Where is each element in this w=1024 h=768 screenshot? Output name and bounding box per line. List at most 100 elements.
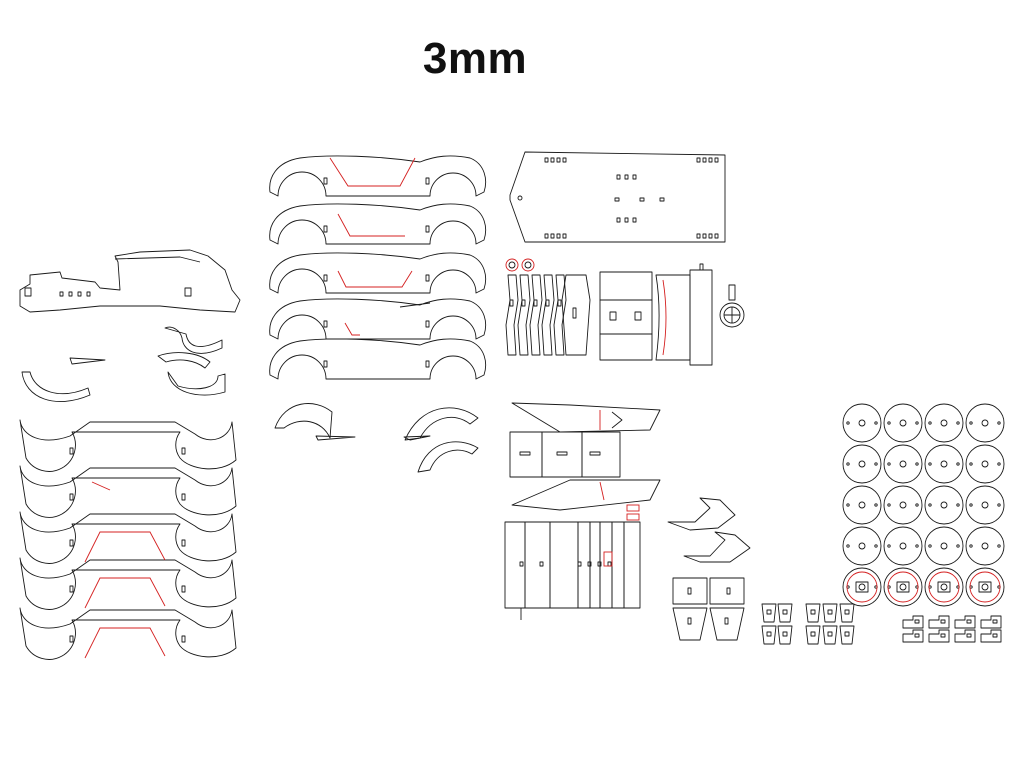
slot: [550, 157, 555, 163]
slot: [708, 233, 713, 239]
slot: [810, 609, 816, 615]
clip-part: [822, 603, 838, 623]
wheel-hub: [858, 583, 866, 591]
bracket: [667, 497, 736, 531]
wheel-etch-ring: [969, 571, 1001, 603]
wheel-disc: [965, 403, 1005, 443]
steering-spoke: [724, 307, 740, 323]
pin-hole: [874, 462, 878, 466]
wheel-disc: [883, 444, 923, 484]
pin-hole: [846, 421, 850, 425]
slot: [533, 299, 538, 307]
axle-slot: [937, 581, 951, 593]
wheel-disc: [924, 485, 964, 525]
strip-panel: [599, 521, 613, 609]
pin-hole: [956, 544, 960, 548]
wheel-hub: [858, 542, 866, 550]
wheel-etch-ring: [887, 571, 919, 603]
wheel-hub: [858, 460, 866, 468]
slot: [556, 157, 561, 163]
slot: [914, 619, 920, 624]
strip-panel: [589, 521, 601, 609]
side-profile: [269, 155, 487, 197]
clip-part: [805, 603, 821, 623]
slot: [425, 274, 430, 282]
pin-hole: [874, 503, 878, 507]
wheel-arch: [157, 352, 211, 369]
rib-part: [529, 274, 543, 356]
tab: [699, 263, 704, 271]
fin: [399, 302, 431, 308]
wheel-disc: [883, 485, 923, 525]
seat-part: [672, 577, 708, 605]
slot: [323, 225, 328, 233]
pin-hole: [887, 503, 891, 507]
axle-slot: [855, 581, 869, 593]
wheel-arch: [164, 326, 223, 354]
cut-lines: [19, 151, 1005, 660]
wheel-hub: [940, 460, 948, 468]
ring-part: [505, 258, 519, 272]
wheel-arch: [21, 371, 91, 403]
etch-mark: [337, 213, 405, 237]
slot: [708, 157, 713, 163]
wheel-disc: [924, 403, 964, 443]
pin-hole: [956, 503, 960, 507]
slot: [323, 177, 328, 185]
fin: [403, 435, 431, 441]
box-panel: [509, 431, 543, 478]
slot: [624, 217, 629, 223]
slot: [992, 633, 998, 638]
strip-panel: [504, 521, 526, 609]
rib-part: [505, 274, 519, 356]
slot: [782, 609, 788, 615]
slot: [914, 633, 920, 638]
body-panel: [19, 465, 237, 518]
pin-hole: [928, 462, 932, 466]
side-profile: [269, 252, 487, 294]
slot: [597, 561, 602, 567]
etch-mark: [662, 279, 667, 356]
edge-detail: [611, 411, 623, 429]
slot: [714, 157, 719, 163]
wheel-disc: [842, 526, 882, 566]
slot: [509, 299, 514, 307]
slot: [181, 635, 186, 643]
wheel-disc: [924, 526, 964, 566]
fender-arc: [417, 441, 479, 473]
slot: [545, 299, 550, 307]
wheel-disc: [842, 403, 882, 443]
end-panel: [689, 269, 713, 366]
axle-clip: [928, 629, 950, 643]
pin-hole: [956, 421, 960, 425]
marker-part: [626, 513, 640, 521]
etch-mark: [344, 322, 360, 336]
box-panel: [541, 431, 583, 478]
axle-clip: [902, 629, 924, 643]
wheel-disc: [883, 567, 923, 607]
seat-part: [709, 577, 745, 605]
slot: [587, 561, 592, 567]
pin-hole: [997, 462, 1001, 466]
slot: [562, 157, 567, 163]
edge-detail: [114, 256, 201, 263]
slot: [766, 609, 772, 615]
axle-clip: [928, 615, 950, 629]
fin: [69, 357, 106, 365]
pin-hole: [928, 503, 932, 507]
wheel-disc: [842, 567, 882, 607]
slot: [726, 587, 731, 595]
slot: [639, 197, 645, 202]
strip-panel: [611, 521, 625, 609]
strip-panel: [549, 521, 579, 609]
side-profile: [269, 298, 487, 340]
axle-slot: [978, 581, 992, 593]
etch-mark: [84, 627, 166, 659]
slot: [609, 311, 617, 321]
wheel-hub: [940, 542, 948, 550]
side-profile: [269, 338, 487, 380]
pin-hole: [997, 544, 1001, 548]
pin-hole: [846, 503, 850, 507]
slot: [86, 291, 91, 297]
pin-hole: [874, 544, 878, 548]
